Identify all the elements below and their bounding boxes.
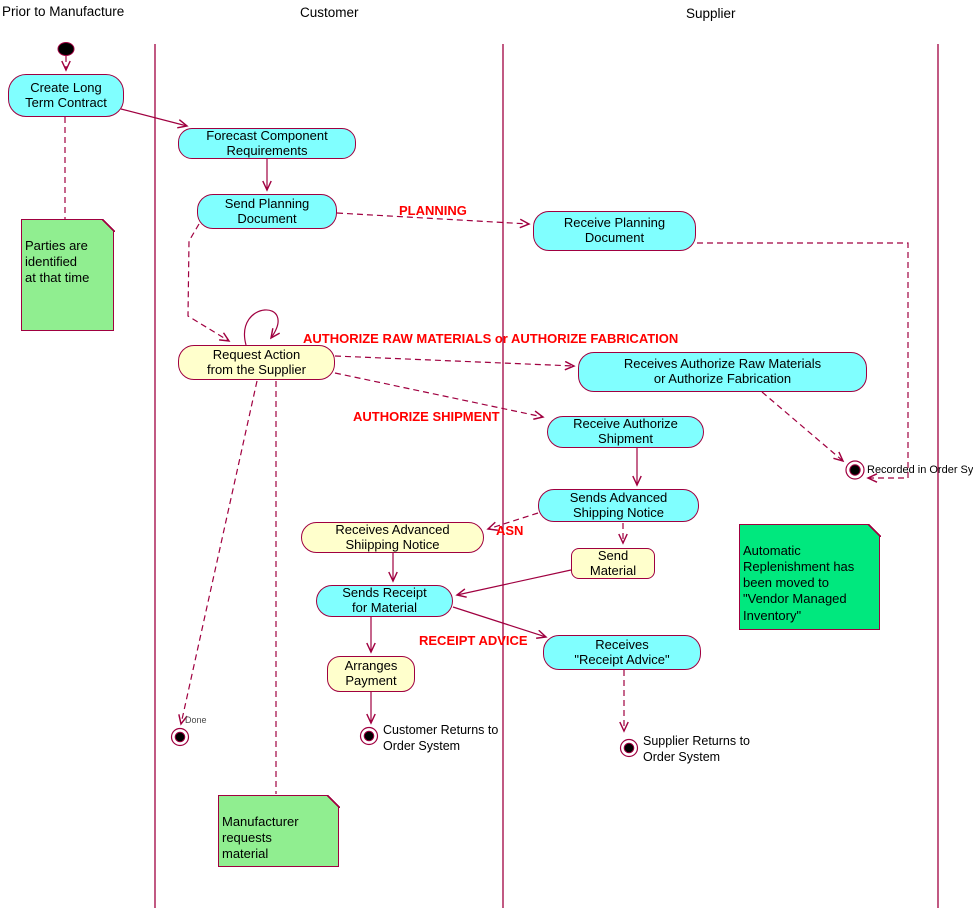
- activity-label: Forecast Component Requirements: [206, 127, 328, 158]
- flow-label-authorize-raw-materials: AUTHORIZE RAW MATERIALS or AUTHORIZE FAB…: [303, 331, 679, 346]
- note-text: Parties are identified at that time: [25, 238, 90, 286]
- activity-receive-planning-document: Receive Planning Document: [533, 211, 696, 251]
- terminal-label-customer-returns: Customer Returns to Order System: [383, 723, 499, 754]
- activity-arranges-payment: Arranges Payment: [327, 656, 415, 692]
- activity-label: Receives "Receipt Advice": [574, 636, 670, 667]
- lane-header-customer: Customer: [300, 5, 359, 20]
- activity-label: Request Action from the Supplier: [207, 346, 306, 377]
- activity-label: Receives Advanced Shiipping Notice: [335, 521, 450, 552]
- flow-label-asn: ASN: [496, 523, 524, 538]
- activity-label: Receive Authorize Shipment: [573, 416, 678, 446]
- note-fold-corner-icon: [101, 218, 115, 232]
- swimlane-divider-lines: [154, 44, 939, 908]
- final-node-customer-returns: [359, 726, 379, 746]
- activity-create-long-term-contract: Create Long Term Contract: [8, 74, 124, 117]
- activity-forecast-component-requirements: Forecast Component Requirements: [178, 128, 356, 159]
- note-fold-corner-icon: [867, 523, 881, 537]
- terminal-label-supplier-returns: Supplier Returns to Order System: [643, 734, 751, 765]
- lane-header-prior-to-manufacture: Prior to Manufacture: [2, 4, 125, 19]
- activity-sends-receipt-for-material: Sends Receipt for Material: [316, 585, 453, 617]
- activity-label: Send Planning Document: [224, 195, 310, 226]
- dashed-transitions: [65, 56, 909, 794]
- activity-label: Sends Receipt for Material: [342, 585, 427, 615]
- activity-send-planning-document: Send Planning Document: [197, 194, 337, 229]
- final-node-recorded-in-order-system: [845, 460, 865, 480]
- initial-node: [57, 42, 75, 56]
- activity-label: Create Long Term Contract: [25, 79, 107, 110]
- activity-receives-authorize-raw-materials: Receives Authorize Raw Materials or Auth…: [578, 352, 867, 392]
- activity-receive-authorize-shipment: Receive Authorize Shipment: [547, 416, 704, 448]
- note-manufacturer-requests: Manufacturer requests material: [218, 794, 340, 867]
- lane-header-supplier: Supplier: [686, 6, 736, 21]
- solid-transitions: [120, 108, 637, 723]
- flow-label-authorize-shipment: AUTHORIZE SHIPMENT: [353, 409, 500, 424]
- note-automatic-replenishment: Automatic Replenishment has been moved t…: [739, 523, 881, 630]
- terminal-label-recorded-in-order-system: Recorded in Order Sys: [867, 464, 973, 476]
- activity-send-material: Send Material: [571, 548, 655, 579]
- note-parties-identified: Parties are identified at that time: [21, 218, 115, 331]
- final-node-done: [170, 727, 190, 747]
- flow-label-planning: PLANNING: [399, 203, 467, 218]
- final-node-supplier-returns: [619, 738, 639, 758]
- activity-label: Sends Advanced Shipping Notice: [569, 489, 668, 520]
- terminal-label-done: Done: [185, 715, 207, 725]
- activity-receives-receipt-advice: Receives "Receipt Advice": [543, 635, 701, 670]
- activity-label: Receives Authorize Raw Materials or Auth…: [623, 356, 822, 386]
- activity-request-action-from-supplier: Request Action from the Supplier: [178, 345, 335, 380]
- activity-sends-advanced-shipping-notice: Sends Advanced Shipping Notice: [538, 489, 699, 522]
- note-text: Manufacturer requests material: [222, 814, 299, 862]
- note-fold-corner-icon: [326, 794, 340, 808]
- note-text: Automatic Replenishment has been moved t…: [743, 543, 855, 623]
- self-loop-request-action: [243, 309, 279, 346]
- activity-label: Arranges Payment: [344, 658, 398, 688]
- activity-label: Receive Planning Document: [563, 215, 666, 245]
- activity-receives-advanced-shipping-notice: Receives Advanced Shiipping Notice: [301, 522, 484, 553]
- activity-label: Send Material: [589, 547, 637, 578]
- flow-label-receipt-advice: RECEIPT ADVICE: [419, 633, 528, 648]
